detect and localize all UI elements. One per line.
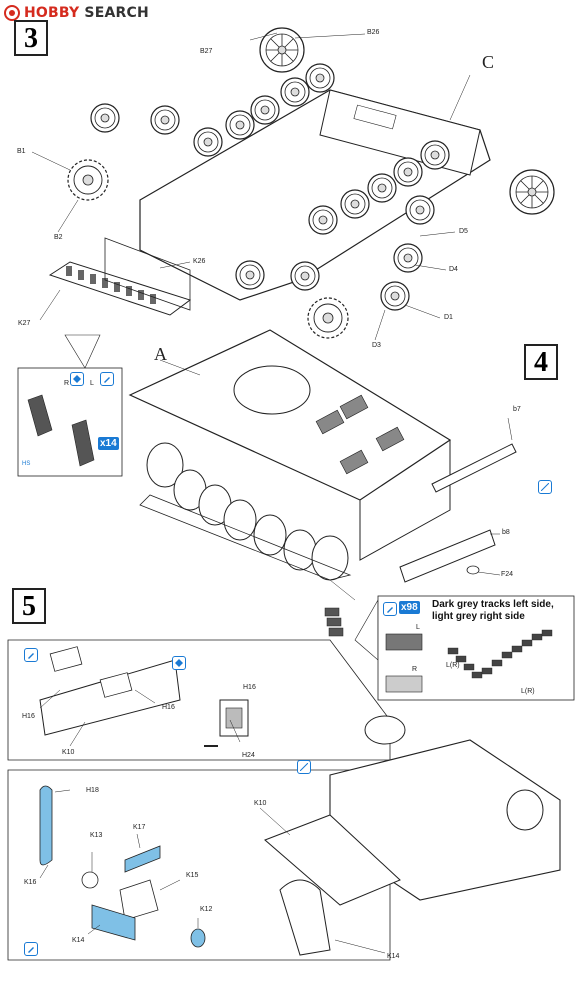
label-k26: K26 xyxy=(193,258,206,265)
inset-ref: HS xyxy=(22,461,31,467)
label-b26: B26 xyxy=(367,29,380,36)
track-note-line1: Dark grey tracks left side, xyxy=(432,599,554,610)
label-d1: D1 xyxy=(444,314,453,321)
step5-assembly xyxy=(7,639,561,961)
label-k12: K12 xyxy=(200,906,213,913)
part-k12 xyxy=(190,928,206,948)
part-b8 xyxy=(399,529,496,583)
mirror-symbol-icon xyxy=(70,372,84,386)
brand-part1: HOBBY xyxy=(24,5,80,21)
track-link-left-piece xyxy=(27,394,53,437)
step-number-5: 5 xyxy=(12,588,46,624)
label-h18: H18 xyxy=(86,787,99,794)
label-a: A xyxy=(154,344,167,364)
part-k14 xyxy=(91,904,136,941)
part-b7 xyxy=(431,443,517,493)
glue-icon xyxy=(100,372,114,386)
label-k10-a: K10 xyxy=(62,749,75,756)
glue-icon-step5a xyxy=(24,648,38,662)
track-label-l: L xyxy=(416,624,420,631)
part-k16 xyxy=(39,785,53,866)
label-k14-b: K14 xyxy=(387,953,400,960)
part-k17 xyxy=(124,845,161,873)
track-label-r: R xyxy=(412,666,418,673)
glue-icon-track xyxy=(383,602,397,616)
track-qty-badge: x98 xyxy=(399,601,420,614)
label-c: C xyxy=(482,52,495,72)
hobbysearch-logo-icon xyxy=(4,5,20,21)
label-k27: K27 xyxy=(18,320,31,327)
glue-icon-step5b xyxy=(24,942,38,956)
paint-brush-icon xyxy=(538,480,552,494)
label-b7: b7 xyxy=(513,406,521,413)
track-link-right-piece xyxy=(71,419,95,467)
label-d4: D4 xyxy=(449,266,458,273)
track-note-line2: light grey right side xyxy=(432,611,525,622)
label-h16-c: H16 xyxy=(243,684,256,691)
brand-part2: SEARCH xyxy=(79,5,149,21)
inset-qty-badge: x14 xyxy=(98,437,119,450)
label-k17: K17 xyxy=(133,824,146,831)
label-d3: D3 xyxy=(372,342,381,349)
paint-brush-icon-step5 xyxy=(297,760,311,774)
inset-label-r: R xyxy=(64,380,70,387)
label-k13: K13 xyxy=(90,832,103,839)
label-k10-b: K10 xyxy=(254,800,267,807)
label-b8: b8 xyxy=(502,529,510,536)
track-label-lr-bottom: L(R) xyxy=(521,688,535,695)
label-b27: B27 xyxy=(200,48,213,55)
step4-assembly xyxy=(128,329,575,701)
label-f24: F24 xyxy=(501,571,514,578)
track-label-lr-top: L(R) xyxy=(446,662,460,669)
track-link-run xyxy=(48,261,192,316)
label-k16: K16 xyxy=(24,879,37,886)
label-b2: B2 xyxy=(54,234,63,241)
step-number-3: 3 xyxy=(14,20,48,56)
hobbysearch-watermark: HOBBY SEARCH xyxy=(4,3,149,23)
step-number-4: 4 xyxy=(524,344,558,380)
label-h16-b: H16 xyxy=(162,704,175,711)
label-h16-a: H16 xyxy=(22,713,35,720)
label-b1: B1 xyxy=(17,148,26,155)
label-k15: K15 xyxy=(186,872,199,879)
inset-label-l: L xyxy=(90,380,94,387)
label-k14-a: K14 xyxy=(72,937,85,944)
step3-assembly xyxy=(17,27,555,477)
label-h24: H24 xyxy=(242,752,255,759)
mirror-symbol-icon-step5 xyxy=(172,656,186,670)
label-d5: D5 xyxy=(459,228,468,235)
